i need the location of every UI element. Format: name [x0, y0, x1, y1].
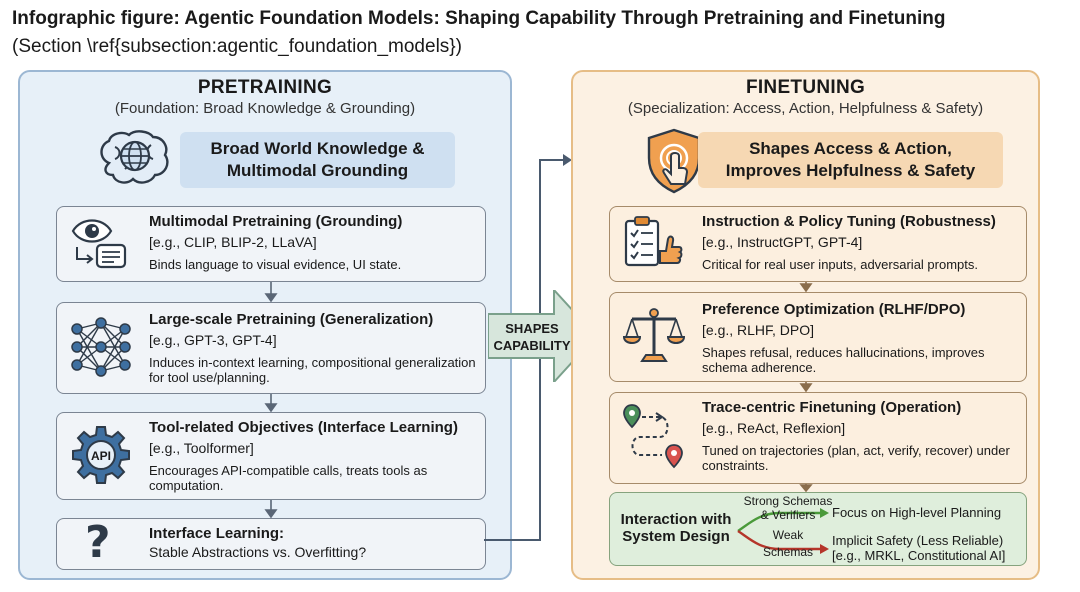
weak-outcome-line2: [e.g., MRKL, Constitutional AI]: [832, 548, 1006, 563]
box-examples: [e.g., GPT-3, GPT-4]: [149, 332, 277, 348]
box-title: Trace-centric Finetuning (Operation): [702, 399, 962, 416]
weak-line2: Schemas: [762, 545, 814, 559]
finetuning-hero: Shapes Access & Action, Improves Helpful…: [698, 132, 1003, 188]
interaction-system-design-box: Interaction with System Design Strong Sc…: [609, 492, 1027, 566]
route-map-icon: [623, 404, 683, 469]
box-title: Interface Learning:: [149, 525, 285, 542]
pretraining-subheading: (Foundation: Broad Knowledge & Grounding…: [114, 100, 416, 117]
strong-line1: Strong Schemas: [743, 494, 833, 508]
box-description: Induces in-context learning, composition…: [149, 355, 476, 385]
box-description: Critical for real user inputs, adversari…: [702, 257, 978, 272]
interaction-title-line2: System Design: [622, 528, 730, 545]
strong-line2: & Verifiers: [760, 508, 816, 522]
neural-network-icon: [71, 317, 131, 377]
eye-chat-icon: [71, 219, 127, 269]
box-description: Binds language to visual evidence, UI st…: [149, 257, 402, 272]
trace-centric-box: Trace-centric Finetuning (Operation) [e.…: [609, 392, 1027, 484]
preference-optimization-box: Preference Optimization (RLHF/DPO) [e.g.…: [609, 292, 1027, 382]
finetuning-panel: FINETUNING (Specialization: Access, Acti…: [571, 70, 1040, 580]
multimodal-pretraining-box: Multimodal Pretraining (Grounding) [e.g.…: [56, 206, 486, 282]
shapes-capability-label: SHAPES CAPABILITY: [493, 321, 571, 353]
interaction-branch-arrows: [737, 508, 829, 554]
box-title: Preference Optimization (RLHF/DPO): [702, 301, 966, 318]
weak-line1: Weak: [772, 528, 804, 542]
box-title: Multimodal Pretraining (Grounding): [149, 213, 403, 230]
box-description: Tuned on trajectories (plan, act, verify…: [702, 443, 1010, 473]
box-examples: [e.g., CLIP, BLIP-2, LLaVA]: [149, 234, 317, 250]
box-title: Instruction & Policy Tuning (Robustness): [702, 213, 996, 230]
finetuning-heading: FINETUNING: [745, 77, 866, 98]
flow-arrows: [264, 282, 278, 519]
finetuning-flow-arrows: [799, 282, 813, 493]
box-title: Tool-related Objectives (Interface Learn…: [149, 419, 458, 436]
strong-schemas-label: Strong Schemas & Verifiers: [740, 494, 836, 522]
brain-globe-icon: [100, 130, 169, 184]
box-description: Encourages API-compatible calls, treats …: [149, 463, 428, 493]
interaction-title-line1: Interaction with: [620, 511, 732, 528]
balance-scale-icon: [622, 308, 686, 362]
box-examples: [e.g., ReAct, Reflexion]: [702, 420, 846, 436]
checklist-thumbs-up-icon: [624, 216, 683, 267]
api-label: API: [91, 449, 111, 463]
finetuning-hero-line2: Improves Helpfulness & Safety: [725, 161, 976, 180]
pretraining-panel: PRETRAINING (Foundation: Broad Knowledge…: [18, 70, 512, 580]
box-examples: [e.g., RLHF, DPO]: [702, 322, 815, 338]
large-scale-pretraining-box: Large-scale Pretraining (Generalization)…: [56, 302, 486, 394]
weak-outcome: Implicit Safety (Less Reliable) [e.g., M…: [832, 533, 1005, 563]
shield-touch-icon: [647, 128, 701, 194]
interaction-title: Interaction with System Design: [616, 511, 736, 545]
box-examples: [e.g., Toolformer]: [149, 440, 254, 456]
finetuning-hero-line1: Shapes Access & Action,: [749, 139, 952, 158]
interface-learning-box: ? Interface Learning: Stable Abstraction…: [56, 517, 486, 570]
weak-outcome-line1: Implicit Safety (Less Reliable): [832, 533, 1004, 548]
figure-subtitle: (Section \ref{subsection:agentic_foundat…: [12, 36, 462, 57]
tool-objectives-box: API Tool-related Objectives (Interface L…: [56, 412, 486, 500]
pretraining-hero-line1: Broad World Knowledge &: [210, 139, 425, 158]
strong-outcome: Focus on High-level Planning: [832, 505, 1002, 520]
pretraining-hero-line2: Multimodal Grounding: [226, 161, 409, 180]
pretraining-hero: Broad World Knowledge & Multimodal Groun…: [180, 132, 455, 188]
figure-title: Infographic figure: Agentic Foundation M…: [12, 8, 946, 29]
pretraining-heading: PRETRAINING: [197, 77, 333, 98]
box-description: Stable Abstractions vs. Overfitting?: [149, 544, 367, 560]
box-examples: [e.g., InstructGPT, GPT-4]: [702, 234, 863, 250]
box-title: Large-scale Pretraining (Generalization): [149, 311, 434, 328]
finetuning-subheading: (Specialization: Access, Action, Helpful…: [627, 100, 984, 117]
instruction-tuning-box: Instruction & Policy Tuning (Robustness)…: [609, 206, 1027, 282]
weak-schemas-label: Weak Schemas: [750, 528, 826, 559]
box-description: Shapes refusal, reduces hallucinations, …: [702, 345, 985, 375]
gear-api-icon: API: [72, 426, 130, 484]
question-mark-icon: ?: [85, 517, 111, 568]
